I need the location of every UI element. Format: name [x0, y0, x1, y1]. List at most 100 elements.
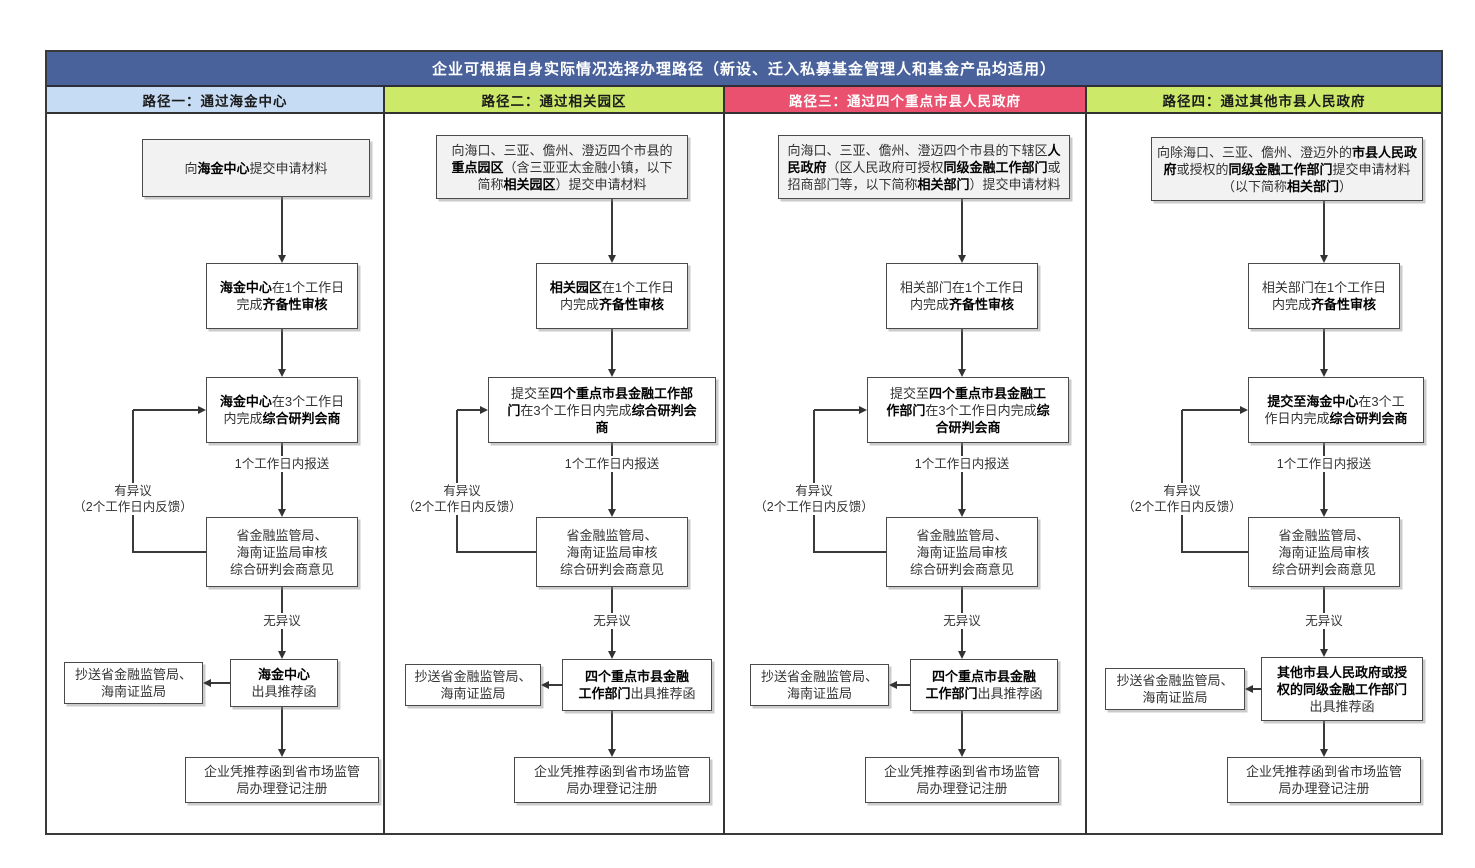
label-report-within-1-day: 1个工作日内报送 — [542, 456, 682, 472]
step-text: 海金中心在1个工作日完成齐备性审核 — [219, 280, 345, 312]
step-text: 提交至四个重点市县金融工作部门在3个工作日内完成综合研判会商 — [507, 385, 697, 435]
path-column-4: 路径四：通过其他市县人民政府 向除海口、三亚、儋州、澄迈外的市县人民政府或授权的… — [1085, 87, 1441, 835]
step-regulators-review-opinion: 省金融监管局、海南证监局审核综合研判会商意见 — [1248, 517, 1400, 587]
step-copy-to-regulators: 抄送省金融监管局、海南证监局 — [64, 662, 203, 704]
flow-arrowhead — [1319, 255, 1328, 263]
flow-arrowhead — [607, 651, 616, 659]
flow-line — [611, 711, 613, 750]
step-completeness-review: 海金中心在1个工作日完成齐备性审核 — [206, 263, 358, 329]
flow-arrowhead — [277, 255, 286, 263]
label-no-objection: 无异议 — [917, 613, 1007, 629]
step-text: 省金融监管局、海南证监局审核综合研判会商意见 — [559, 527, 664, 577]
step-text: 提交至四个重点市县金融工作部门在3个工作日内完成综合研判会商 — [886, 385, 1050, 435]
flow-arrowhead — [607, 509, 616, 517]
step-text: 企业凭推荐函到省市场监管局办理登记注册 — [1245, 764, 1402, 796]
step-issue-recommendation-letter: 其他市县人民政府或授权的同级金融工作部门出具推荐函 — [1261, 657, 1423, 721]
flowchart: 企业可根据自身实际情况选择办理路径（新设、迁入私募基金管理人和基金产品均适用） … — [45, 50, 1443, 835]
step-text: 企业凭推荐函到省市场监管局办理登记注册 — [883, 764, 1040, 796]
flow-arrowhead — [541, 680, 549, 689]
flow-arrowhead — [1319, 369, 1328, 377]
step-text: 海金中心在3个工作日内完成综合研判会商 — [219, 394, 345, 426]
flow-arrowhead — [277, 509, 286, 517]
label-objection-feedback: 有异议（2个工作日内反馈） — [387, 483, 537, 515]
label-no-objection: 无异议 — [237, 613, 327, 629]
flow-line — [1181, 410, 1183, 552]
flow-line — [611, 199, 613, 256]
flow-arrowhead — [198, 405, 206, 414]
flow-line — [548, 684, 562, 686]
flow-line — [281, 197, 283, 256]
step-text: 向海口、三亚、儋州、澄迈四个市县的下辖区人民政府（区人民政府可授权同级金融工作部… — [787, 142, 1061, 192]
flow-arrowhead — [203, 678, 211, 687]
label-objection-feedback: 有异议（2个工作日内反馈） — [1107, 483, 1257, 515]
flow-arrowhead — [957, 651, 966, 659]
step-text: 企业凭推荐函到省市场监管局办理登记注册 — [533, 764, 690, 796]
flow-line — [281, 443, 283, 510]
step-submit-materials: 向海金中心提交申请材料 — [142, 139, 370, 197]
step-text: 抄送省金融监管局、海南证监局 — [414, 669, 532, 701]
step-submit-materials: 向除海口、三亚、儋州、澄迈外的市县人民政府或授权的同级金融工作部门提交申请材料（… — [1151, 137, 1423, 201]
flow-arrowhead — [957, 509, 966, 517]
flow-line — [961, 329, 963, 370]
step-text: 四个重点市县金融工作部门出具推荐函 — [578, 669, 696, 701]
flow-arrowhead — [957, 369, 966, 377]
step-text: 相关部门在1个工作日内完成齐备性审核 — [899, 280, 1025, 312]
path-header: 路径三：通过四个重点市县人民政府 — [725, 87, 1085, 114]
flow-line — [281, 329, 283, 370]
step-registration-with-market-bureau: 企业凭推荐函到省市场监管局办理登记注册 — [514, 757, 710, 803]
step-text: 省金融监管局、海南证监局审核综合研判会商意见 — [229, 527, 334, 577]
flow-line — [1323, 443, 1325, 510]
flow-line — [961, 443, 963, 510]
label-report-within-1-day: 1个工作日内报送 — [892, 456, 1032, 472]
step-text: 抄送省金融监管局、海南证监局 — [1116, 673, 1234, 705]
step-regulators-review-opinion: 省金融监管局、海南证监局审核综合研判会商意见 — [886, 517, 1038, 587]
path-header: 路径二：通过相关园区 — [385, 87, 723, 114]
flow-line — [611, 443, 613, 510]
flow-line — [132, 551, 207, 553]
flow-line — [961, 711, 963, 750]
flow-arrowhead — [277, 749, 286, 757]
step-regulators-review-opinion: 省金融监管局、海南证监局审核综合研判会商意见 — [536, 517, 688, 587]
flow-line — [1182, 409, 1241, 411]
step-copy-to-regulators: 抄送省金融监管局、海南证监局 — [405, 664, 541, 706]
path-columns: 路径一：通过海金中心 向海金中心提交申请材料 海金中心在1个工作日完成齐备性审核… — [47, 87, 1441, 835]
step-submit-materials: 向海口、三亚、儋州、澄迈四个市县的重点园区（含三亚亚太金融小镇，以下简称相关园区… — [436, 135, 688, 199]
flow-arrowhead — [607, 255, 616, 263]
step-joint-research-consultation: 海金中心在3个工作日内完成综合研判会商 — [206, 377, 358, 443]
flow-line — [1252, 688, 1261, 690]
path-column-2: 路径二：通过相关园区 向海口、三亚、儋州、澄迈四个市县的重点园区（含三亚亚太金融… — [383, 87, 723, 835]
flow-arrowhead — [1245, 684, 1253, 693]
label-no-objection: 无异议 — [1279, 613, 1369, 629]
flow-arrowhead — [607, 369, 616, 377]
flow-arrowhead — [889, 680, 897, 689]
step-text: 省金融监管局、海南证监局审核综合研判会商意见 — [909, 527, 1014, 577]
flow-line — [814, 409, 860, 411]
flow-line — [1181, 551, 1249, 553]
flow-arrowhead — [1319, 509, 1328, 517]
flow-arrowhead — [957, 255, 966, 263]
flow-line — [611, 329, 613, 370]
path-header: 路径一：通过海金中心 — [47, 87, 383, 114]
flow-arrowhead — [277, 369, 286, 377]
flow-line — [1323, 721, 1325, 750]
flow-line — [456, 410, 458, 552]
step-text: 抄送省金融监管局、海南证监局 — [74, 667, 192, 699]
step-text: 其他市县人民政府或授权的同级金融工作部门出具推荐函 — [1276, 664, 1407, 714]
step-text: 向海口、三亚、儋州、澄迈四个市县的重点园区（含三亚亚太金融小镇，以下简称相关园区… — [451, 142, 673, 192]
flow-line — [210, 682, 230, 684]
step-joint-research-consultation: 提交至海金中心在3个工作日内完成综合研判会商 — [1248, 377, 1424, 443]
chart-title: 企业可根据自身实际情况选择办理路径（新设、迁入私募基金管理人和基金产品均适用） — [47, 52, 1441, 87]
flow-line — [457, 409, 481, 411]
path-header: 路径四：通过其他市县人民政府 — [1087, 87, 1441, 114]
step-text: 向除海口、三亚、儋州、澄迈外的市县人民政府或授权的同级金融工作部门提交申请材料（… — [1156, 144, 1418, 194]
flow-line — [281, 707, 283, 750]
flow-arrowhead — [480, 405, 488, 414]
step-submit-materials: 向海口、三亚、儋州、澄迈四个市县的下辖区人民政府（区人民政府可授权同级金融工作部… — [778, 135, 1070, 199]
flow-line — [1323, 201, 1325, 256]
flow-arrowhead — [1319, 749, 1328, 757]
label-objection-feedback: 有异议（2个工作日内反馈） — [739, 483, 889, 515]
flow-arrowhead — [859, 405, 867, 414]
step-text: 四个重点市县金融工作部门出具推荐函 — [925, 669, 1043, 701]
flow-line — [896, 684, 910, 686]
label-objection-feedback: 有异议（2个工作日内反馈） — [58, 483, 208, 515]
